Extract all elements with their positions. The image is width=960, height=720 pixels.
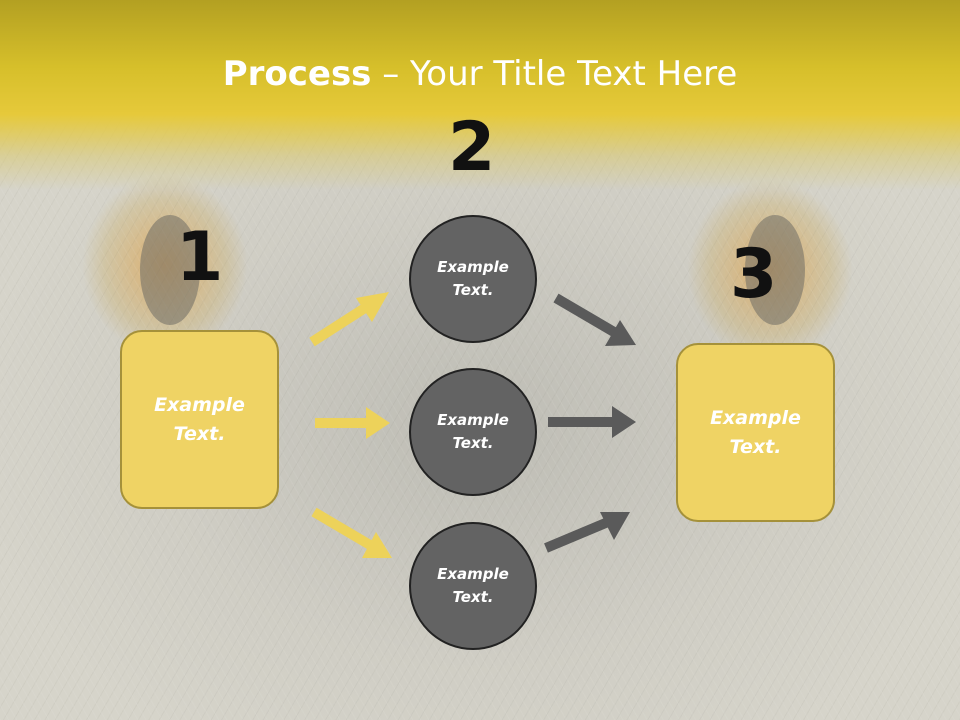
right-box-text: Example Text. xyxy=(710,406,801,458)
circle-top[interactable]: Example Text. xyxy=(409,215,537,343)
circle-bottom[interactable]: Example Text. xyxy=(409,522,537,650)
slide-title: Process – Your Title Text Here xyxy=(0,54,960,94)
title-rest: – Your Title Text Here xyxy=(371,54,738,94)
left-eye-pupil xyxy=(140,215,200,325)
step-number-2: 2 xyxy=(448,108,496,187)
arrow-yellow-right xyxy=(315,407,390,439)
arrow-yellow-down xyxy=(311,507,392,558)
left-text-box[interactable]: Example Text. xyxy=(120,330,279,509)
left-box-text: Example Text. xyxy=(154,393,245,445)
right-text-box[interactable]: Example Text. xyxy=(676,343,835,522)
arrow-gray-up xyxy=(544,512,630,553)
title-band xyxy=(0,0,960,190)
circle-middle[interactable]: Example Text. xyxy=(409,368,537,496)
arrow-gray-right xyxy=(548,406,636,438)
circle-bottom-text: Example Text. xyxy=(437,565,509,606)
circle-top-text: Example Text. xyxy=(437,258,509,299)
circle-middle-text: Example Text. xyxy=(437,411,509,452)
step-number-1: 1 xyxy=(176,218,224,297)
right-eye-pupil xyxy=(745,215,805,325)
arrow-yellow-up xyxy=(309,292,389,347)
arrow-gray-down xyxy=(553,293,636,346)
title-bold: Process xyxy=(222,54,372,94)
step-number-3: 3 xyxy=(730,235,778,314)
